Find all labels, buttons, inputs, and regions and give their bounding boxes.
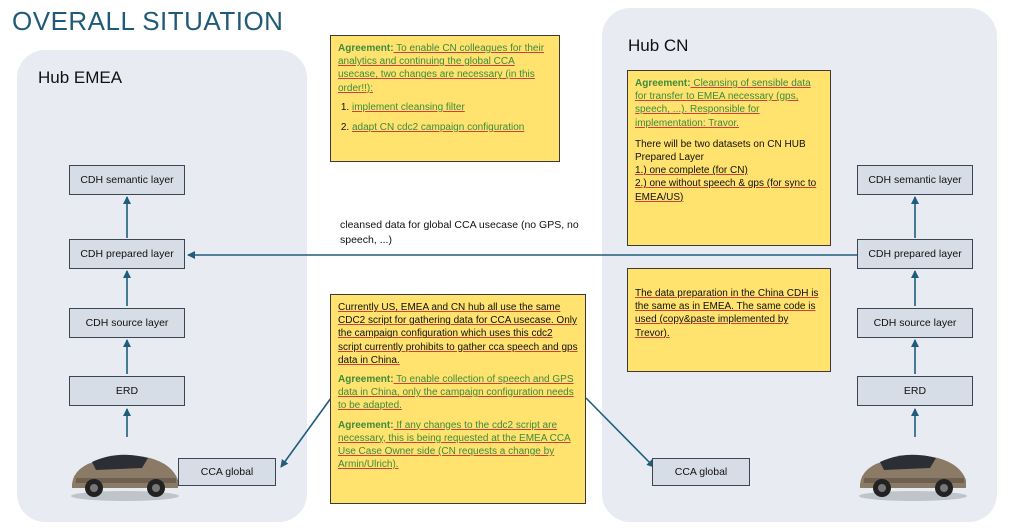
note-bottom-keyword-2: Agreement: bbox=[338, 373, 394, 385]
cn-source-layer: CDH source layer bbox=[857, 308, 973, 338]
note-cn2-text: The data preparation in the China CDH is… bbox=[635, 288, 819, 339]
note-cn1-p2: There will be two datasets on CN HUB Pre… bbox=[635, 138, 806, 163]
note-bottom-p3: If any changes to the cdc2 script are ne… bbox=[338, 419, 571, 471]
cca-global-emea: CCA global bbox=[178, 458, 276, 486]
hub-emea-panel bbox=[17, 50, 307, 522]
car-cn-icon bbox=[859, 454, 967, 501]
cca-global-cn: CCA global bbox=[652, 458, 750, 486]
page-title: OVERALL SITUATION bbox=[12, 6, 284, 36]
note-cn1-list-2: 2.) one without speech & gps (for sync t… bbox=[635, 178, 817, 203]
note-agreement-bottom: Currently US, EMEA and CN hub all use th… bbox=[330, 294, 586, 504]
hub-emea-label: Hub EMEA bbox=[38, 68, 123, 87]
cn-prepared-layer: CDH prepared layer bbox=[857, 239, 973, 269]
note-cn1-list-1: 1.) one complete (for CN) bbox=[635, 165, 748, 177]
note-cn1-keyword: Agreement: bbox=[635, 78, 691, 89]
emea-erd: ERD bbox=[69, 376, 185, 406]
note-top-item-1: implement cleansing filter bbox=[352, 101, 465, 113]
note-top-text: To enable CN colleagues for their analyt… bbox=[338, 43, 545, 94]
note-bottom-keyword-3: Agreement: bbox=[338, 419, 394, 431]
note-bottom-p2: To enable collection of speech and GPS d… bbox=[338, 373, 574, 412]
note-cn1-p1: Cleansing of sensible data for transfer … bbox=[635, 78, 811, 129]
note-bottom-p1: Currently US, EMEA and CN hub all use th… bbox=[338, 302, 578, 366]
emea-source-layer: CDH source layer bbox=[69, 308, 185, 338]
emea-semantic-layer: CDH semantic layer bbox=[69, 165, 185, 195]
flow-label: cleansed data for global CCA usecase (no… bbox=[340, 219, 579, 246]
hub-cn-label: Hub CN bbox=[628, 36, 689, 55]
note-top-item-2: adapt CN cdc2 campaign configuration bbox=[352, 121, 525, 133]
arrow-note-to-cca-emea bbox=[280, 397, 332, 468]
cn-erd: ERD bbox=[857, 376, 973, 406]
cn-semantic-layer: CDH semantic layer bbox=[857, 165, 973, 195]
note-cn-preparation: The data preparation in the China CDH is… bbox=[627, 268, 831, 372]
arrow-note-to-cca-cn bbox=[585, 397, 655, 468]
note-top-keyword: Agreement: bbox=[338, 43, 394, 54]
note-cn-cleansing: Agreement: Cleansing of sensible data fo… bbox=[627, 70, 831, 246]
emea-prepared-layer: CDH prepared layer bbox=[69, 239, 185, 269]
note-agreement-top: Agreement: To enable CN colleagues for t… bbox=[330, 35, 560, 162]
car-emea-icon bbox=[71, 454, 179, 501]
